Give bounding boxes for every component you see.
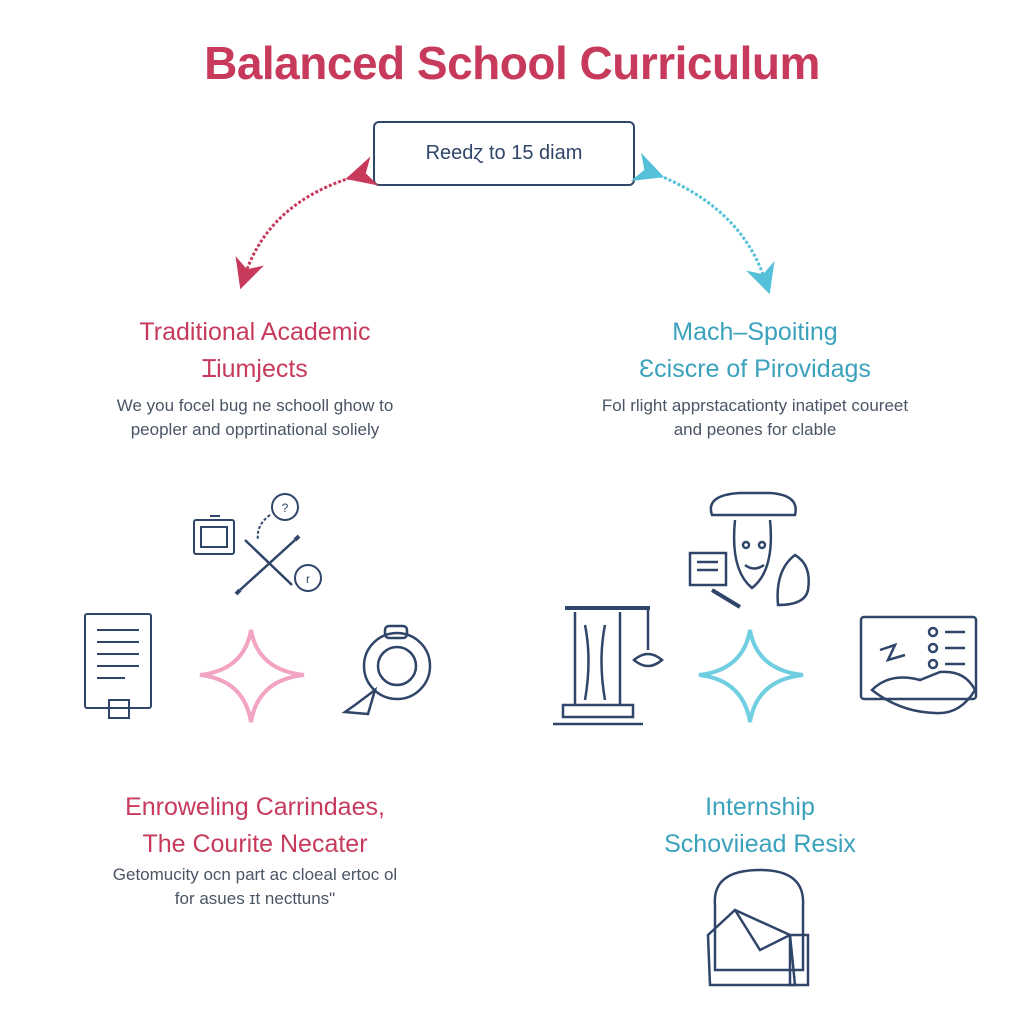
backpack-icon: [706, 868, 810, 987]
sparkle-icon-right: [698, 629, 804, 723]
desc-mach-spoiting: Fol rlight apprstacationty inatipet cour…: [601, 396, 909, 439]
page-title: Balanced School Curriculum: [204, 37, 820, 89]
teacher-icon: [688, 491, 810, 609]
heading-enroweling-carrindaes: Enroweling Carrindaes, The Courite Necat…: [125, 793, 385, 858]
pillar-icon: [553, 606, 664, 726]
svg-text:r: r: [306, 572, 310, 586]
document-icon: [84, 613, 152, 719]
center-box: Reedɀ to 15 diam: [373, 121, 635, 186]
heading-traditional-academic: Traditional Academic Ɪiumjects: [139, 318, 371, 383]
desc-traditional-academic: We you focel bug ne schooll ghow to peop…: [116, 396, 394, 439]
heading-internship: Internship Schoviiead Resix: [664, 793, 856, 858]
pen-icon: [234, 534, 301, 596]
svg-text:?: ?: [282, 501, 289, 515]
heading-mach-spoiting: Mach–Spoiting Ɛciscre of Pirovidags: [639, 318, 871, 383]
clipboard-icon: [193, 515, 235, 555]
magnifier-icon: [341, 624, 432, 716]
desc-enroweling-carrindaes: Getomucity ocn part ac cloeal ertoc ol f…: [112, 865, 398, 908]
left-connector-arrow: [235, 156, 379, 290]
right-connector-arrow: [630, 152, 775, 295]
board-icon: [859, 615, 978, 715]
sparkle-icon: [199, 629, 305, 723]
center-label: Reedɀ to 15 diam: [425, 142, 583, 164]
compass-icon: ? r: [256, 493, 322, 592]
